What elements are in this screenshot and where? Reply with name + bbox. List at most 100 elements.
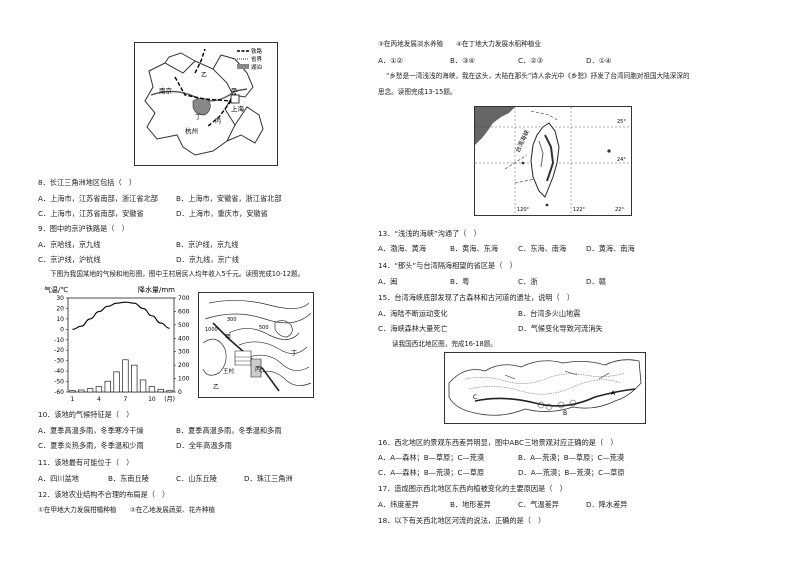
- right-tick-label: 200: [178, 362, 190, 369]
- q17-option-c[interactable]: C．气温差异: [518, 500, 559, 509]
- contour-ding: 丁: [291, 350, 297, 357]
- nw-label-b: B: [563, 410, 567, 417]
- left-tick-label: -50: [54, 379, 64, 386]
- q10-stem: 10．该地的气候特征是（ ）: [38, 410, 134, 419]
- q16-option-b[interactable]: B．A—荒漠；B—草原；C—荒漠: [518, 453, 625, 462]
- right-tick-label: 500: [178, 322, 190, 329]
- q12-option-c[interactable]: C．②③: [518, 56, 544, 65]
- precip-bar: [69, 390, 76, 393]
- q16-option-a[interactable]: A．A—森林；B—草原；C—荒漠: [378, 453, 485, 462]
- q14-option-b[interactable]: B．粤: [450, 277, 470, 286]
- q8-option-d[interactable]: D．上海市，重庆市，安徽省: [176, 209, 268, 218]
- left-tick-label: 10: [56, 316, 64, 323]
- chart-frame: [67, 297, 175, 393]
- legend-railway: 铁路: [251, 47, 263, 55]
- q16-stem: 16．西北地区的景观东西差异明显，图中ABC三地景观对应正确的是（ ）: [378, 438, 618, 447]
- q11-option-b[interactable]: B．东南丘陵: [108, 474, 149, 483]
- q12-option-a[interactable]: A．①②: [378, 56, 403, 65]
- q13-option-b[interactable]: B．黄海、东海: [450, 244, 499, 253]
- q12-statement-4: ④在丁地大力发展水稻种植业: [456, 40, 542, 48]
- q13-option-c[interactable]: C．东海、南海: [518, 244, 567, 253]
- q15-option-c[interactable]: C．海峡森林大量死亡: [378, 324, 448, 333]
- left-tick-label: -40: [54, 368, 64, 375]
- q13-option-a[interactable]: A．渤海、黄海: [378, 244, 427, 253]
- precip-bar: [113, 371, 120, 393]
- precip-bar: [104, 380, 111, 393]
- label-hangzhou: 杭州: [185, 126, 198, 135]
- q15-option-d[interactable]: D．气候变化导致河流消失: [518, 324, 603, 333]
- legend-lake: 湖泊: [251, 63, 262, 71]
- right-tick-label: 0: [178, 389, 182, 396]
- q11-option-a[interactable]: A．四川盆地: [38, 474, 79, 483]
- q9-stem: 9．图中的京沪铁路是（ ）: [38, 224, 129, 233]
- contour-500: 500: [259, 325, 269, 331]
- right-tick-label: 400: [178, 335, 190, 342]
- q8-option-b[interactable]: B．上海市，安徽省，浙江省北部: [176, 194, 282, 203]
- left-tick-label: -20: [54, 347, 64, 354]
- left-tick-label: 30: [56, 295, 64, 302]
- q14-option-d[interactable]: D．赣: [586, 277, 606, 286]
- lat-22-label: 22°: [615, 207, 624, 213]
- q9-option-a[interactable]: A．京哈线，京九线: [38, 240, 101, 249]
- q14-stem: 14．“那头”与台湾隔海相望的省区是（ ）: [378, 261, 517, 270]
- yangtze-delta-map: 铁路 省界 湖泊 南京 上海 杭州 甲 乙 丙 丁: [134, 42, 278, 166]
- q10-option-a[interactable]: A．夏季高温多雨，冬季寒冷干燥: [38, 426, 144, 435]
- q12-statement-1: ①在甲地大力发展柑橘种植: [38, 506, 117, 514]
- x-tick-label: (月): [164, 396, 175, 403]
- q13-option-d[interactable]: D．黄海、南海: [586, 244, 635, 253]
- q9-option-b[interactable]: B．京沪线，京九线: [176, 240, 239, 249]
- q17-option-d[interactable]: D．降水差异: [586, 500, 628, 509]
- q9-option-d[interactable]: D．京九线，京广线: [176, 255, 240, 264]
- q9-option-c[interactable]: C．京沪线，沪杭线: [38, 255, 101, 264]
- label-nanjing: 南京: [159, 86, 173, 95]
- q15-stem: 15．台湾海峡底部发现了古森林和古河道的遗址，说明（ ）: [378, 293, 575, 302]
- contour-bing: 丙: [255, 366, 261, 373]
- q12-statement-2: ②在乙地发展蔬菜、花卉种植: [130, 506, 216, 514]
- q16-option-d[interactable]: D．A—荒漠；B—荒漠；C—草原: [518, 468, 625, 477]
- contour-300: 300: [227, 317, 237, 323]
- q15-option-a[interactable]: A．海陆不断运动变化: [378, 309, 448, 318]
- label-yi: 乙: [201, 72, 207, 79]
- q14-option-c[interactable]: C．浙: [518, 277, 538, 286]
- northwest-china-map: C B A: [444, 352, 646, 424]
- climate-ylabel-right: 降水量/mm: [138, 285, 175, 294]
- nw-label-a: A: [611, 390, 616, 397]
- label-shanghai: 上海: [231, 104, 245, 113]
- x-tick-label: 1: [71, 396, 75, 403]
- lat-25-label: 25°: [617, 119, 626, 125]
- precip-bar: [139, 379, 147, 393]
- intro-13-15-line1: “乡愁是一湾浅浅的海峡，我在这头，大陆在那头”诗人余光中《乡愁》抒发了台湾同胞对…: [386, 72, 690, 80]
- q17-option-a[interactable]: A．纬度差异: [378, 500, 419, 509]
- intro-16-18: 读我国西北地区图，完成16-18题。: [392, 340, 497, 348]
- q11-option-d[interactable]: D．珠江三角洲: [244, 474, 293, 483]
- q15-option-b[interactable]: B．台湾多火山地震: [518, 309, 581, 318]
- precip-bar: [166, 390, 173, 393]
- label-bing: 丙: [215, 118, 221, 125]
- q13-stem: 13．“浅浅的海峡”沟通了（ ）: [378, 229, 481, 238]
- q10-option-c[interactable]: C．夏季炎热多雨，冬季温和少雨: [38, 441, 144, 450]
- q8-option-c[interactable]: C．上海市，江苏省南部，安徽省: [38, 209, 144, 218]
- q16-option-c[interactable]: C．A—森林；B—荒漠；C—草原: [378, 468, 485, 477]
- precip-bar: [78, 389, 85, 393]
- q10-option-d[interactable]: D．全年高温多雨: [176, 441, 232, 450]
- q12-option-b[interactable]: B．③④: [450, 56, 476, 65]
- q8-option-a[interactable]: A．上海市，江苏省南部，浙江省北部: [38, 194, 158, 203]
- intro-10-12: 下图为我国某地的气候和地形图，图中王村居民人均年收入5千元。读图完成10-12题…: [50, 270, 305, 278]
- left-tick-label: 20: [56, 305, 64, 312]
- x-tick-label: 4: [97, 396, 101, 403]
- q12-option-d[interactable]: D．①④: [586, 56, 612, 65]
- precip-bar: [95, 386, 103, 393]
- q10-option-b[interactable]: B．夏季高温多雨，冬季温和多雨: [176, 426, 282, 435]
- left-tick-label: -10: [54, 337, 64, 344]
- q17-option-b[interactable]: B．地形差异: [450, 500, 491, 509]
- lon-122-label: 122°: [573, 207, 586, 213]
- precip-bar: [157, 388, 164, 393]
- left-tick-label: 0: [60, 326, 64, 333]
- q14-option-a[interactable]: A．闽: [378, 277, 398, 286]
- contour-1000: 1000: [205, 327, 218, 333]
- climate-ylabel-left: 气温/℃: [44, 285, 68, 294]
- precip-bar: [86, 388, 94, 393]
- left-tick-label: -30: [54, 358, 64, 365]
- q11-option-c[interactable]: C．山东丘陵: [176, 474, 217, 483]
